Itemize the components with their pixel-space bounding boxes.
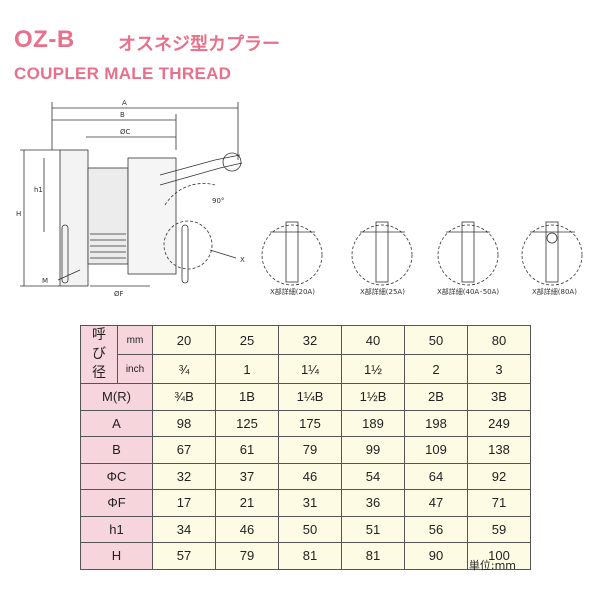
- nominal-char-3: 径: [92, 365, 106, 381]
- table-row-mm: 呼 び 径 mm 20 25 32 40 50 80: [80, 325, 531, 384]
- dim-label-m: M: [42, 277, 48, 285]
- table-cell: 32: [278, 325, 342, 355]
- row-label: ΦC: [80, 462, 153, 490]
- dim-label-x: X: [240, 256, 245, 264]
- table-cell: 100: [467, 542, 531, 570]
- table-cell: 40: [341, 325, 405, 355]
- table-cell: 81: [278, 542, 342, 570]
- product-name-en: COUPLER MALE THREAD: [14, 64, 232, 83]
- row-label: M(R): [80, 383, 153, 411]
- dim-label-h1: h1: [34, 186, 43, 194]
- dim-label-b: B: [120, 111, 125, 119]
- row-label: H: [80, 542, 153, 570]
- dim-label-h: H: [16, 210, 21, 218]
- product-name-jp: オスネジ型カプラー: [118, 34, 280, 55]
- unit-inch-cell: inch: [117, 354, 153, 384]
- table-cell: 31: [278, 489, 342, 517]
- table-cell: 198: [404, 409, 468, 437]
- table-cell: 79: [215, 542, 279, 570]
- table-cell: 1½: [341, 354, 405, 384]
- table-cell: 34: [152, 515, 216, 543]
- table-cell: 50: [404, 325, 468, 355]
- table-cell: 64: [404, 462, 468, 490]
- table-cell: 47: [404, 489, 468, 517]
- table-cell: 20: [152, 325, 216, 355]
- table-cell: 189: [341, 409, 405, 437]
- table-cell: 79: [278, 436, 342, 464]
- table-row-a: A 98 125 175 189 198 249: [80, 409, 531, 437]
- spec-table: 呼 び 径 mm 20 25 32 40 50 80 inch ¾ 1 1¼ 1…: [80, 325, 531, 570]
- nominal-char-2: び: [92, 346, 106, 362]
- table-cell: 138: [467, 436, 531, 464]
- table-cell: 249: [467, 409, 531, 437]
- detail-label-80a: X部詳細(80A): [532, 288, 577, 296]
- table-row-h: H 57 79 81 81 90 100: [80, 542, 531, 570]
- product-code: OZ-B: [14, 26, 75, 53]
- table-cell: 98: [152, 409, 216, 437]
- technical-drawing: A B ØC h1 H M ØF X 90°: [16, 99, 583, 298]
- table-row-c: ΦC 32 37 46 54 64 92: [80, 462, 531, 490]
- dim-label-f: ØF: [114, 290, 124, 298]
- table-row-m: M(R) ¾B 1B 1¼B 1½B 2B 3B: [80, 383, 531, 411]
- unit-mm-cell: mm: [117, 325, 153, 355]
- nominal-size-header: 呼 び 径: [80, 325, 118, 384]
- table-cell: 3: [467, 354, 531, 384]
- table-row-b: B 67 61 79 99 109 138: [80, 436, 531, 464]
- table-cell: 71: [467, 489, 531, 517]
- table-cell: 99: [341, 436, 405, 464]
- table-cell: 175: [278, 409, 342, 437]
- table-cell: 2: [404, 354, 468, 384]
- table-cell: 32: [152, 462, 216, 490]
- table-cell: 21: [215, 489, 279, 517]
- table-cell: 90: [404, 542, 468, 570]
- table-cell: 3B: [467, 383, 531, 411]
- table-cell: 2B: [404, 383, 468, 411]
- table-cell: 81: [341, 542, 405, 570]
- nominal-char-1: 呼: [92, 327, 106, 343]
- row-label: A: [80, 409, 153, 437]
- table-cell: 25: [215, 325, 279, 355]
- dim-label-angle: 90°: [212, 197, 224, 205]
- table-cell: 46: [278, 462, 342, 490]
- table-cell: 46: [215, 515, 279, 543]
- table-cell: 50: [278, 515, 342, 543]
- table-cell: 67: [152, 436, 216, 464]
- table-cell: 1¼: [278, 354, 342, 384]
- table-cell: 125: [215, 409, 279, 437]
- table-row-f: ΦF 17 21 31 36 47 71: [80, 489, 531, 517]
- row-label: B: [80, 436, 153, 464]
- table-cell: 54: [341, 462, 405, 490]
- table-cell: 92: [467, 462, 531, 490]
- detail-label-25a: X部詳細(25A): [360, 288, 405, 296]
- row-label: h1: [80, 515, 153, 543]
- dim-label-a: A: [122, 99, 127, 107]
- table-cell: 1½B: [341, 383, 405, 411]
- detail-label-40a-50a: X部詳細(40A･50A): [437, 288, 500, 296]
- unit-note: 単位:mm: [468, 559, 516, 572]
- row-label: ΦF: [80, 489, 153, 517]
- table-cell: 61: [215, 436, 279, 464]
- table-cell: ¾: [152, 354, 216, 384]
- table-cell: 17: [152, 489, 216, 517]
- dim-label-c: ØC: [120, 128, 131, 136]
- table-cell: 1: [215, 354, 279, 384]
- table-cell: 80: [467, 325, 531, 355]
- table-cell: ¾B: [152, 383, 216, 411]
- table-cell: 36: [341, 489, 405, 517]
- table-cell: 56: [404, 515, 468, 543]
- table-cell: 59: [467, 515, 531, 543]
- table-cell: 51: [341, 515, 405, 543]
- table-cell: 109: [404, 436, 468, 464]
- table-cell: 1B: [215, 383, 279, 411]
- table-cell: 1¼B: [278, 383, 342, 411]
- detail-label-20a: X部詳細(20A): [270, 288, 315, 296]
- table-row-inch: inch ¾ 1 1¼ 1½ 2 3: [81, 354, 531, 384]
- table-cell: 37: [215, 462, 279, 490]
- table-row-h1: h1 34 46 50 51 56 59: [80, 515, 531, 543]
- table-cell: 57: [152, 542, 216, 570]
